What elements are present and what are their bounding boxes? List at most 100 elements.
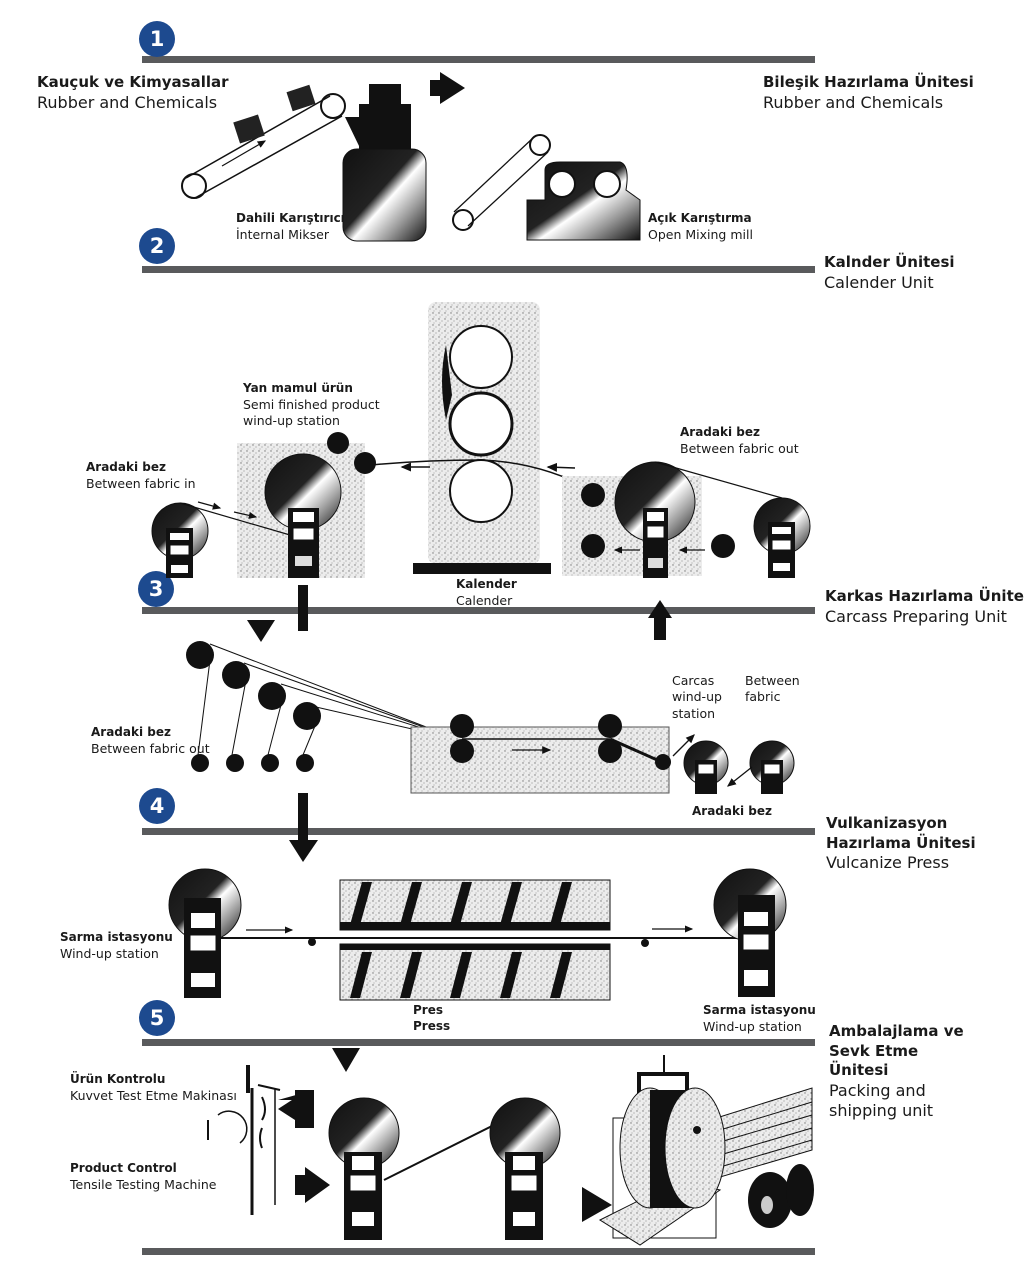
product-control-tr-label: Ürün Kontrolu Kuvvet Test Etme Makinası	[70, 1072, 237, 1104]
tensile-testing-machine	[207, 1065, 281, 1215]
step-badge-2: 2	[139, 228, 175, 264]
rubber-block-1	[233, 114, 265, 144]
fabric-in-tr: Aradaki bez	[86, 460, 166, 474]
step-badge-5: 5	[139, 1000, 175, 1036]
carcass-windup-station	[672, 734, 729, 794]
semi-product-windup-station	[237, 432, 376, 578]
step-5-title: Ambalajlama ve Sevk Etme Ünitesi Packing…	[829, 1022, 979, 1122]
windup-station-right	[652, 868, 787, 997]
carcas-line-3: station	[672, 705, 716, 721]
fabric-out-tr: Aradaki bez	[680, 425, 760, 439]
fabric-line-calender	[359, 459, 593, 491]
separator-bar-1	[142, 56, 815, 63]
step-3-title-en: Carcass Preparing Unit	[825, 606, 1007, 626]
fabric-out-label: Aradaki bez Between fabric out	[680, 425, 799, 457]
press-en: Press	[413, 1018, 451, 1033]
step-2-title: Kalnder Ünitesi Calender Unit	[824, 253, 955, 293]
between-fabric-station	[726, 740, 795, 794]
product-roll-2	[489, 1097, 561, 1240]
open-mill-en: Open Mixing mill	[648, 226, 753, 242]
windup-right-en: Wind-up station	[703, 1018, 802, 1034]
flow-arrow-down-icon	[289, 840, 318, 862]
flow-arrow-right-icon	[295, 1167, 330, 1203]
windup-left-label: Sarma istasyonu Wind-up station	[60, 930, 173, 962]
flow-arrow-down-icon	[247, 620, 275, 642]
between-fabric-label: Between fabric	[745, 673, 800, 706]
product-control-tr-sub: Kuvvet Test Etme Makinası	[70, 1087, 237, 1103]
carcass-bed	[410, 714, 671, 794]
flow-connector	[298, 793, 308, 843]
flow-connector	[298, 585, 308, 631]
open-mill-tr: Açık Karıştırma	[648, 211, 752, 225]
press-label: Pres Press	[413, 1003, 450, 1034]
semi-product-tr: Yan mamul ürün	[243, 381, 353, 395]
separator-bar-2	[142, 266, 815, 273]
product-control-tr: Ürün Kontrolu	[70, 1072, 166, 1086]
fabric-out-station	[562, 461, 735, 578]
separator-bar-6	[142, 1248, 815, 1255]
flow-arrow-right-icon	[430, 72, 465, 104]
windup-left-tr: Sarma istasyonu	[60, 930, 173, 944]
product-control-en-sub: Tensile Testing Machine	[70, 1176, 217, 1192]
step-1-title-en: Rubber and Chemicals	[763, 92, 944, 112]
input-materials-tr: Kauçuk ve Kimyasallar	[37, 73, 229, 91]
windup-right-label: Sarma istasyonu Wind-up station	[703, 1003, 816, 1035]
calender-label: Kalender Calender	[456, 577, 517, 609]
press-tr: Pres	[413, 1003, 443, 1017]
fabric-out-en-2: Between fabric out	[91, 740, 210, 756]
open-mill-label: Açık Karıştırma Open Mixing mill	[648, 211, 753, 243]
step-4-title: Vulkanizasyon Hazırlama Ünitesi Vulcaniz…	[826, 814, 1021, 874]
fabric-out-roll	[654, 461, 811, 578]
flow-arrow-up-icon	[648, 600, 672, 640]
carcas-line-1: Carcas	[672, 673, 715, 688]
internal-mixer-label: Dahili Karıştırıcı İnternal Mikser	[236, 211, 345, 243]
vulcanize-press	[308, 879, 649, 1001]
fabric-out-tr-2: Aradaki bez	[91, 725, 171, 739]
fabric-tr: Aradaki bez	[692, 804, 772, 818]
step-2-title-en: Calender Unit	[824, 272, 934, 292]
cable-reel	[619, 1055, 726, 1209]
windup-left-en: Wind-up station	[60, 945, 159, 961]
internal-mixer	[342, 84, 427, 242]
step-5-title-en: Packing and shipping unit	[829, 1080, 934, 1121]
windup-right-tr: Sarma istasyonu	[703, 1003, 816, 1017]
step-4-title-tr: Vulkanizasyon Hazırlama Ünitesi	[826, 814, 976, 852]
between-line-1: Between	[745, 673, 800, 688]
fabric-out-label-2: Aradaki bez Between fabric out	[91, 725, 210, 757]
input-materials-en: Rubber and Chemicals	[37, 92, 218, 112]
step-3-title-tr: Karkas Hazırlama Ünitesi	[825, 587, 1024, 605]
flow-arrow-down-icon	[332, 1048, 360, 1072]
conveyor-belt-1	[181, 93, 346, 199]
calender-machine	[413, 302, 551, 574]
step-1-title-tr: Bileşik Hazırlama Ünitesi	[763, 73, 974, 91]
semi-product-en-2: wind-up station	[243, 412, 340, 428]
separator-bar-4	[142, 828, 815, 835]
carcas-line-2: wind-up	[672, 689, 722, 705]
rubber-block-2	[286, 84, 316, 112]
open-mixing-mill	[526, 161, 641, 241]
fabric-tr-label: Aradaki bez	[692, 804, 772, 820]
fabric-in-en: Between fabric in	[86, 475, 196, 491]
windup-station-left	[168, 868, 294, 998]
step-4-title-en: Vulcanize Press	[826, 853, 950, 872]
product-control-en-label: Product Control Tensile Testing Machine	[70, 1161, 217, 1193]
fabric-in-label: Aradaki bez Between fabric in	[86, 460, 196, 492]
carcas-windup-label: Carcas wind-up station	[672, 673, 722, 722]
calender-en: Calender	[456, 592, 513, 608]
semi-product-label: Yan mamul ürün Semi finished product win…	[243, 381, 380, 429]
internal-mixer-en: İnternal Mikser	[236, 226, 329, 242]
between-line-2: fabric	[745, 689, 781, 705]
product-control-en: Product Control	[70, 1161, 177, 1175]
internal-mixer-tr: Dahili Karıştırıcı	[236, 211, 345, 225]
step-3-title: Karkas Hazırlama Ünitesi Carcass Prepari…	[825, 587, 1024, 627]
conveyor-belt-2	[452, 134, 551, 231]
step-badge-1: 1	[139, 21, 175, 57]
step-1-title: Bileşik Hazırlama Ünitesi Rubber and Che…	[763, 73, 974, 113]
product-roll-1	[328, 1097, 400, 1240]
fabric-out-en: Between fabric out	[680, 440, 799, 456]
step-2-title-tr: Kalnder Ünitesi	[824, 253, 955, 271]
step-badge-4: 4	[139, 788, 175, 824]
fabric-in-roll	[151, 501, 291, 578]
semi-product-en-1: Semi finished product	[243, 396, 380, 412]
